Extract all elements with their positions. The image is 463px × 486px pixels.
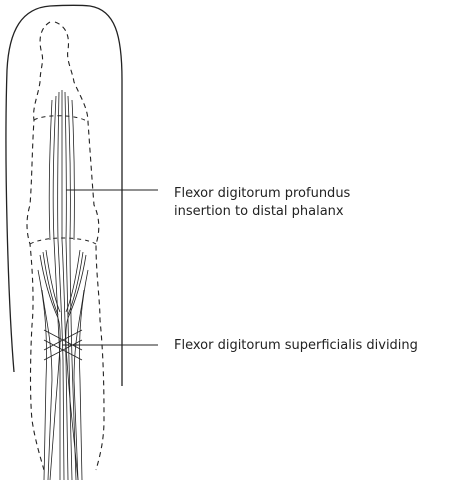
- finger-outline: [6, 5, 122, 386]
- fds-label-text: Flexor digitorum superficialis dividing: [174, 337, 418, 355]
- fds-label: Flexor digitorum superficialis dividing: [174, 337, 418, 355]
- phalanges-outline: [27, 22, 50, 470]
- fdp-label-line2: insertion to distal phalanx: [174, 203, 350, 221]
- fdp-label: Flexor digitorum profundus insertion to …: [174, 185, 350, 221]
- pip-joint-outline: [30, 238, 96, 244]
- dip-joint-outline: [34, 116, 88, 122]
- fdp-label-line1: Flexor digitorum profundus: [174, 185, 350, 203]
